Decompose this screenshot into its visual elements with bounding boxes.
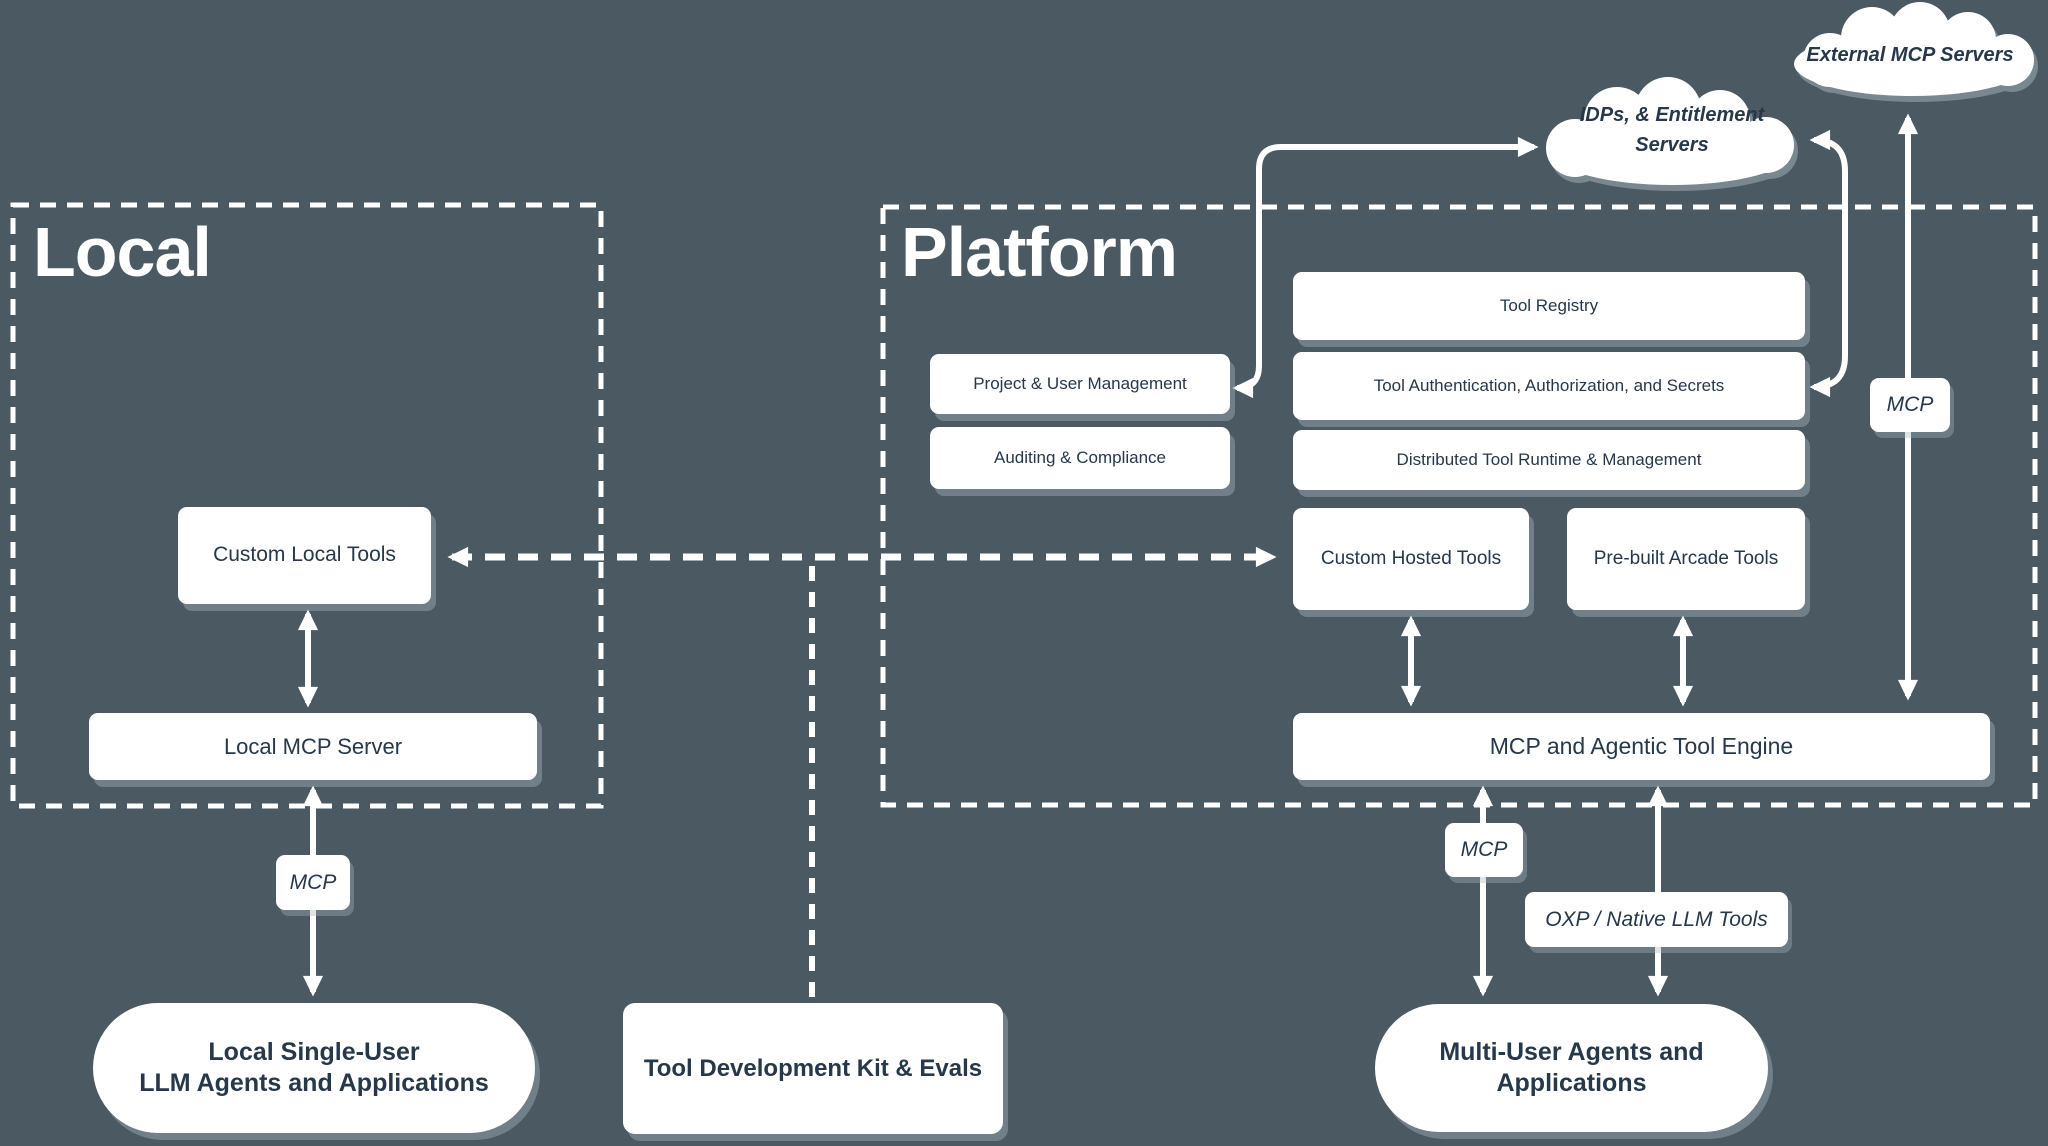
- idps-cloud-label-line2: Servers: [1635, 134, 1709, 156]
- node-local-agents-line2: LLM Agents and Applications: [139, 1069, 489, 1097]
- edge-label-mcp-agents: MCP: [1445, 823, 1523, 877]
- local-zone-title: Local: [33, 213, 212, 291]
- node-auditing-compliance: Auditing & Compliance: [930, 427, 1230, 489]
- cloud-idps-entitlement-servers: [1546, 77, 1798, 191]
- node-custom-local-tools: Custom Local Tools: [178, 507, 431, 604]
- idps-cloud-label-line1: IDPs, & Entitlement: [1579, 104, 1765, 126]
- node-mcp-agentic-tool-engine: MCP and Agentic Tool Engine: [1293, 713, 1990, 780]
- node-multi-user-agents-line2: Applications: [1496, 1069, 1647, 1097]
- platform-zone-title: Platform: [901, 213, 1178, 291]
- node-distributed-runtime: Distributed Tool Runtime & Management: [1293, 430, 1805, 490]
- node-tool-auth-secrets: Tool Authentication, Authorization, and …: [1293, 352, 1805, 420]
- arrow-project-user-idps: [1232, 136, 1539, 399]
- edge-label-mcp-local: MCP: [276, 855, 350, 910]
- idps-cloud-label: IDPs, & Entitlement Servers: [1552, 100, 1792, 160]
- cloud-external-mcp-servers: [1794, 2, 2038, 102]
- node-project-user-management: Project & User Management: [930, 354, 1230, 414]
- node-multi-user-agents: Multi-User Agents and Applications: [1375, 1004, 1768, 1132]
- node-tool-dev-kit: Tool Development Kit & Evals: [623, 1003, 1003, 1134]
- node-tool-registry: Tool Registry: [1293, 272, 1805, 340]
- edge-label-oxp-native-llm-tools: OXP / Native LLM Tools: [1525, 892, 1788, 947]
- node-local-agents-line1: Local Single-User: [208, 1037, 420, 1066]
- arrow-tool-auth-idps: [1809, 129, 1848, 398]
- node-local-mcp-server: Local MCP Server: [89, 713, 537, 780]
- node-multi-user-agents-line1: Multi-User Agents and: [1439, 1037, 1704, 1066]
- node-custom-hosted-tools: Custom Hosted Tools: [1293, 508, 1529, 610]
- node-local-agents: Local Single-User LLM Agents and Applica…: [93, 1003, 535, 1133]
- node-prebuilt-arcade-tools: Pre-built Arcade Tools: [1567, 508, 1805, 610]
- external-mcp-servers-cloud-label: External MCP Servers: [1806, 44, 2014, 66]
- edge-label-mcp-external: MCP: [1870, 378, 1950, 432]
